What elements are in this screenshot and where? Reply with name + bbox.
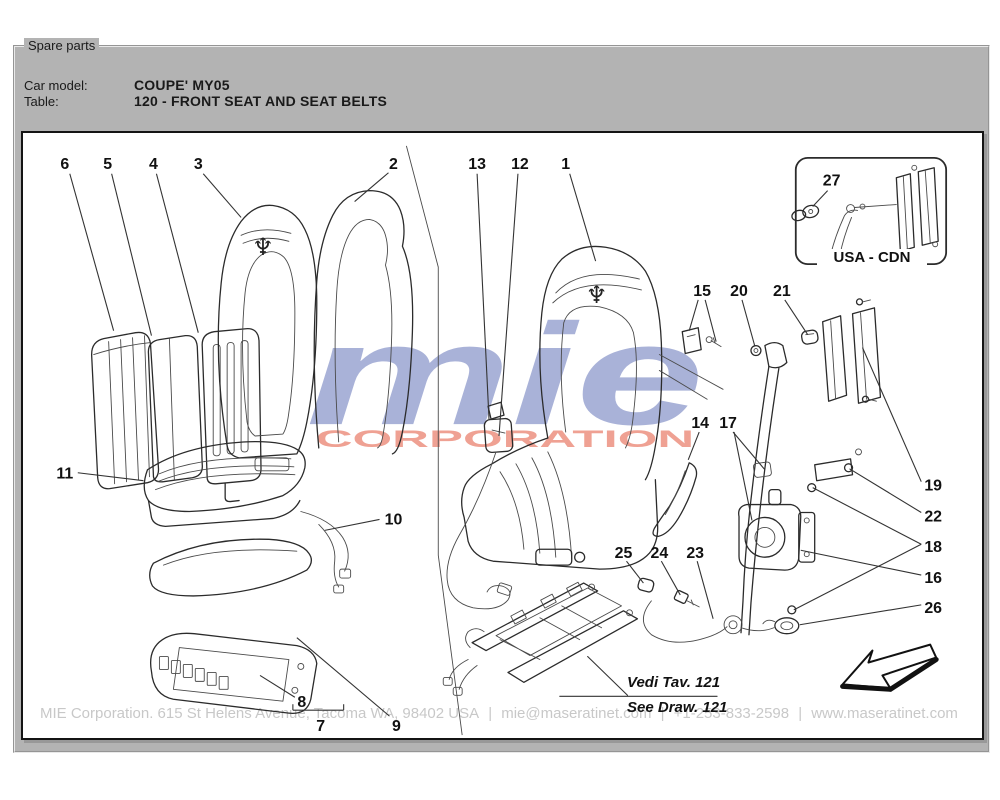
callout-leader-18 <box>793 543 922 611</box>
callout-leader-18 <box>812 487 922 545</box>
callout-leader-3 <box>202 173 242 218</box>
car-model-label: Car model: <box>24 78 88 93</box>
callout-11: 11 <box>56 466 73 483</box>
callout-leader-8 <box>259 674 296 698</box>
callout-4: 4 <box>149 156 158 173</box>
callout-leader-23 <box>696 561 714 619</box>
section-divider-line <box>405 145 463 736</box>
watermark: mie CORPORATION <box>306 293 704 455</box>
footer-separator: | <box>798 705 803 722</box>
callout-19: 19 <box>924 478 942 495</box>
callout-leader-25 <box>626 560 644 584</box>
spare-parts-panel: Spare parts Car model: COUPE' MY05 Table:… <box>13 38 990 753</box>
watermark-corporation: CORPORATION <box>316 426 694 453</box>
diagram-canvas: MIE Corporation. 615 St Helens Avenue, T… <box>23 133 982 738</box>
table-row: Table: 120 - FRONT SEAT AND SEAT BELTS <box>24 93 388 110</box>
callout-1: 1 <box>561 156 570 173</box>
callouts-layer: 6 5 4 3 2 13 12 1 27 15 20 21 14 17 11 10 25 24 23 19 22 18 16… <box>56 156 942 735</box>
seat-belt-assembly-drawing <box>637 298 882 643</box>
callout-13: 13 <box>468 156 486 173</box>
callout-22: 22 <box>924 508 942 525</box>
callout-leader-14 <box>687 431 700 461</box>
parts-diagram: mie CORPORATION <box>56 145 948 736</box>
left-seat-exploded-drawing <box>91 189 414 715</box>
callout-leader-26 <box>799 604 922 626</box>
callout-17: 17 <box>719 415 737 432</box>
callout-leader-13 <box>476 173 490 421</box>
callout-18: 18 <box>924 539 942 556</box>
callout-leader-2 <box>354 172 389 202</box>
callout-leader-10 <box>324 518 380 531</box>
direction-arrow-icon <box>840 643 939 692</box>
car-model-value: COUPE' MY05 <box>134 77 230 93</box>
callout-14: 14 <box>691 415 709 432</box>
footer-address: MIE Corporation. 615 St Helens Avenue, T… <box>40 705 480 722</box>
callout-27: 27 <box>823 173 841 190</box>
panel-legend: Spare parts <box>24 38 100 54</box>
callout-5: 5 <box>103 156 112 173</box>
see-draw-line2: See Draw. 121 <box>627 699 728 716</box>
callout-leader-1 <box>569 173 597 262</box>
callout-25: 25 <box>615 545 633 562</box>
footer-phone: +1-253-833-2598 <box>673 705 790 722</box>
callout-leader-15 <box>704 299 717 342</box>
callout-26: 26 <box>924 600 942 617</box>
callout-leader-21 <box>784 299 809 335</box>
watermark-mie: mie <box>306 293 704 455</box>
callout-leader-22 <box>849 468 922 513</box>
callout-21: 21 <box>773 283 791 300</box>
see-draw-note: Vedi Tav. 121 See Draw. 121 <box>627 673 727 717</box>
callout-2: 2 <box>389 156 398 173</box>
callout-10: 10 <box>385 511 403 528</box>
callout-leader-19 <box>861 347 922 482</box>
callout-leader-24 <box>660 560 681 596</box>
callout-3: 3 <box>194 156 203 173</box>
callout-15: 15 <box>693 283 711 300</box>
diagram-box: MIE Corporation. 615 St Helens Avenue, T… <box>21 131 984 740</box>
right-seat-drawing <box>442 245 724 697</box>
trident-icon: ♆ <box>252 233 273 261</box>
car-model-row: Car model: COUPE' MY05 <box>24 77 230 94</box>
callout-23: 23 <box>686 545 704 562</box>
usa-cdn-drawing <box>791 164 939 258</box>
callout-leader-15 <box>688 299 699 331</box>
callout-12: 12 <box>511 156 529 173</box>
trident-icon: ♆ <box>586 281 607 309</box>
usa-cdn-label: USA - CDN <box>817 249 927 266</box>
table-label: Table: <box>24 94 59 109</box>
callout-leader-17 <box>732 431 766 471</box>
callout-24: 24 <box>650 545 668 562</box>
callout-leader-16 <box>800 549 922 576</box>
callout-16: 16 <box>924 570 942 587</box>
callout-leader-17 <box>733 431 753 521</box>
callout-6: 6 <box>60 156 69 173</box>
callout-20: 20 <box>730 283 748 300</box>
see-draw-line1: Vedi Tav. 121 <box>627 674 721 691</box>
footer-separator: | <box>488 705 493 722</box>
callout-leader-27 <box>812 190 829 207</box>
callout-leader-12 <box>498 173 519 437</box>
table-value: 120 - FRONT SEAT AND SEAT BELTS <box>134 93 388 109</box>
callout-leader-5 <box>111 173 152 336</box>
footer-contact-line: MIE Corporation. 615 St Helens Avenue, T… <box>40 705 958 722</box>
callout-leader-11 <box>77 472 144 482</box>
footer-website: www.maseratinet.com <box>811 705 958 722</box>
footer-separator: | <box>660 705 665 722</box>
callout-leader-20 <box>741 299 756 347</box>
callout-leader-4 <box>155 173 199 333</box>
footer-email: mie@maseratinet.com <box>501 705 652 722</box>
callout-leader-6 <box>69 173 115 331</box>
